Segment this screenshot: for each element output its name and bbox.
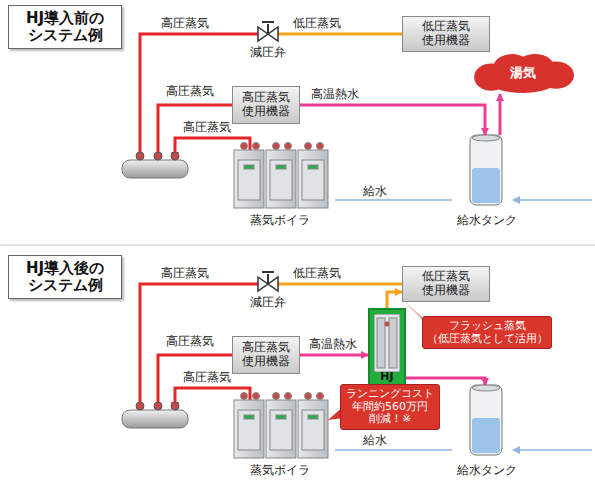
pipe-connector [289, 283, 402, 286]
tank-node: 給水タンク [452, 135, 522, 228]
boiler-node: 蒸気ボイラ [225, 400, 335, 478]
hj-device [374, 314, 400, 372]
edge-label: 給水 [362, 184, 388, 198]
separator [0, 245, 595, 246]
node-text: 低圧蒸気 使用機器 [406, 20, 486, 48]
edge-label: 高温熱水 [310, 87, 360, 101]
node-text: 給水タンク [457, 464, 517, 478]
cloud-node: 湯気 [470, 52, 575, 94]
pipe-connector [300, 105, 485, 135]
line-label: 高圧蒸気 [165, 84, 215, 98]
node-text: HJ導入後の システム例 [13, 260, 117, 295]
callout-node: フラッシュ蒸気 （低圧蒸気として活用） [422, 316, 552, 349]
node-text: 蒸気ボイラ [250, 214, 310, 228]
box-node: 低圧蒸気 使用機器 [402, 16, 490, 52]
pipe-connector [335, 199, 452, 201]
line-label: 高圧蒸気 [182, 120, 232, 134]
system-drawing [122, 22, 592, 208]
pipe-connector [499, 94, 502, 135]
node-text: 高圧蒸気 使用機器 [236, 341, 296, 369]
edge-label: 低圧蒸気 [292, 266, 342, 280]
line-label: 高圧蒸気 [160, 16, 210, 30]
edge-label: 高温熱水 [308, 337, 358, 351]
system-drawing [122, 272, 592, 458]
pipe-connector [387, 292, 402, 308]
node-text: 高圧蒸気 使用機器 [236, 91, 296, 119]
node-text: HJ [380, 371, 393, 384]
pipe-connector [300, 354, 368, 357]
node-text: 湯気 [510, 66, 536, 81]
node-text: 給水タンク [457, 214, 517, 228]
line-label: 高圧蒸気 [160, 266, 210, 280]
callout-node: ランニングコスト 年間約560万円 削減！※ [340, 384, 440, 430]
line-label: 高圧蒸気 [182, 370, 232, 384]
node-text: 蒸気ボイラ [250, 464, 310, 478]
node-text: 低圧蒸気 使用機器 [406, 270, 486, 298]
box-node: 高圧蒸気 使用機器 [232, 86, 300, 124]
tank-node: 給水タンク [452, 385, 522, 478]
node-text: HJ導入前の システム例 [13, 10, 117, 45]
node-text: 減圧弁 [250, 296, 286, 310]
pipe-connector [289, 33, 402, 36]
title-node: HJ導入前の システム例 [8, 5, 122, 49]
title-node: HJ導入後の システム例 [8, 255, 122, 299]
box-node: 低圧蒸気 使用機器 [402, 266, 490, 302]
pipe-connector [335, 449, 452, 451]
edge-label: 給水 [362, 433, 388, 447]
valve-node: 減圧弁 [247, 20, 289, 60]
edge-label: 低圧蒸気 [292, 16, 342, 30]
node-text: 減圧弁 [250, 46, 286, 60]
line-label: 高圧蒸気 [165, 334, 215, 348]
boiler-node: 蒸気ボイラ [225, 150, 335, 228]
node-text: ランニングコスト 年間約560万円 削減！※ [345, 388, 435, 426]
hj-node: HJ [368, 308, 406, 388]
box-node: 高圧蒸気 使用機器 [232, 336, 300, 374]
valve-node: 減圧弁 [247, 270, 289, 310]
node-text: フラッシュ蒸気 （低圧蒸気として活用） [427, 320, 548, 345]
